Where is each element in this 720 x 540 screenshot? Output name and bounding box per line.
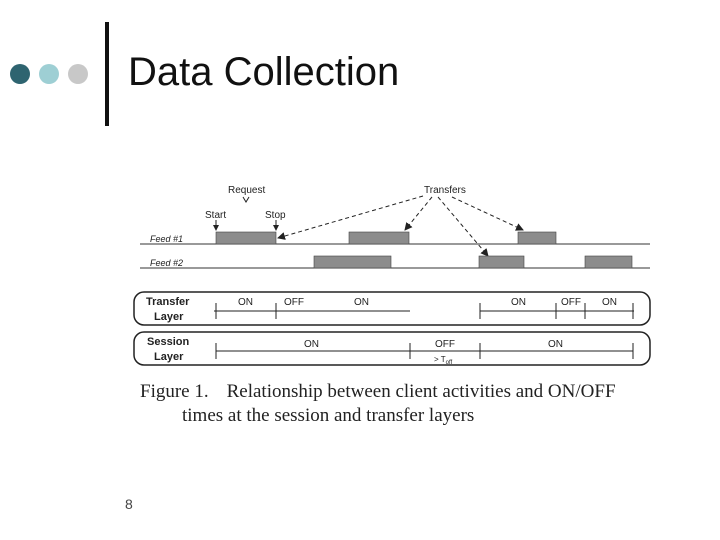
feed2-transfer	[313, 255, 392, 269]
transfer-state: ON	[354, 297, 369, 308]
transfer-arrow-4	[451, 196, 524, 231]
toff-note: > Toff	[434, 355, 453, 366]
session-state: ON	[548, 339, 563, 350]
transfer-arrow-1	[277, 195, 424, 240]
title-divider	[105, 22, 109, 126]
bullet-dots	[10, 64, 100, 84]
dot-gray	[68, 64, 88, 84]
transfer-layer-label-2: Layer	[154, 311, 184, 323]
transfer-layer-label-1: Transfer	[146, 296, 190, 308]
slide-number: 8	[125, 496, 133, 512]
transfer-arrow-3	[437, 196, 489, 257]
caption-line-2: times at the session and transfer layers	[182, 405, 475, 426]
transfer-state: ON	[238, 297, 253, 308]
session-state: OFF	[435, 339, 455, 350]
feed1-label: Feed #1	[150, 234, 183, 244]
dot-dark	[10, 64, 30, 84]
request-bracket	[242, 196, 250, 203]
feed2-transfer	[478, 255, 525, 269]
session-layer-label-1: Session	[147, 336, 189, 348]
transfer-arrow-2	[404, 196, 433, 231]
dot-teal	[39, 64, 59, 84]
session-layer-label-2: Layer	[154, 351, 184, 363]
transfer-state: OFF	[561, 297, 581, 308]
caption-number: Figure 1.	[140, 381, 209, 402]
transfers-label: Transfers	[424, 185, 466, 196]
feed2-transfer	[584, 255, 633, 269]
start-label: Start	[205, 210, 226, 221]
feed2-label: Feed #2	[150, 258, 183, 268]
slide-title: Data Collection	[128, 50, 400, 94]
transfer-state: OFF	[284, 297, 304, 308]
transfer-state: ON	[511, 297, 526, 308]
request-label: Request	[228, 185, 265, 196]
stop-label: Stop	[265, 210, 286, 221]
figure-caption: Figure 1. Relationship between client act…	[140, 380, 616, 428]
feed1-transfer	[517, 231, 557, 245]
feed1-transfer	[348, 231, 410, 245]
transfer-state: ON	[602, 297, 617, 308]
feed1-transfer	[215, 231, 277, 245]
caption-line-1: Relationship between client activities a…	[226, 381, 616, 402]
session-layer-box	[133, 331, 651, 366]
session-state: ON	[304, 339, 319, 350]
transfer-layer-box	[133, 291, 651, 326]
